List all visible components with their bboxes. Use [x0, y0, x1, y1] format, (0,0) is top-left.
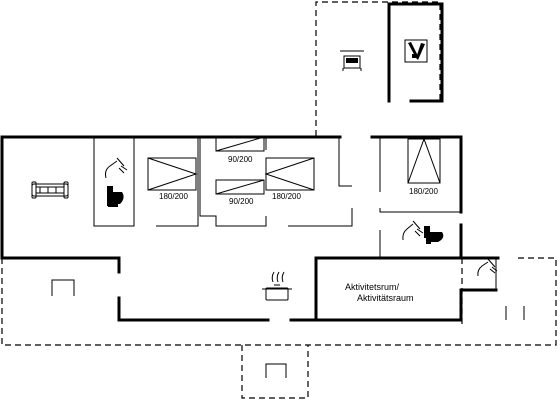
wall-north-annex — [387, 2, 444, 103]
wall-bed3-right — [338, 137, 352, 187]
wall-bed4-bottom — [379, 208, 461, 213]
wall-annex-posts — [505, 306, 525, 320]
toilet-icon — [107, 186, 124, 207]
terrace-north — [315, 1, 441, 136]
wall-north-east — [370, 135, 463, 214]
wall-living-bath — [93, 137, 135, 227]
bed-b-top — [215, 136, 265, 152]
bed-b-bottom — [215, 179, 265, 195]
bed-b-bottom-size: 90/200 — [229, 197, 254, 206]
wall-activity-lower — [314, 288, 463, 322]
wall-bed1 — [156, 137, 199, 227]
bed-b-top-size: 90/200 — [228, 155, 253, 164]
activity-room-label-line2: Aktivitätsraum — [357, 293, 414, 303]
terrace-main — [1, 257, 557, 346]
cooking-pot-icon — [262, 271, 292, 301]
wall-bed2 — [199, 137, 267, 227]
terrace-south-entrance — [241, 345, 309, 399]
bed-d-size: 180/200 — [409, 187, 438, 196]
wall-south — [117, 296, 270, 322]
bed-a — [147, 157, 198, 191]
interior-walls — [93, 137, 525, 320]
wall-south-west — [0, 256, 121, 274]
terrace-post-west — [51, 279, 75, 296]
activity-room-label-line1: Aktivitetsrum/ — [345, 282, 400, 292]
shower-icon-annex — [477, 258, 498, 277]
wall-bed3-bottom — [288, 208, 353, 227]
bed-d — [407, 137, 441, 184]
bed-c-size: 180/200 — [272, 192, 301, 201]
sauna-icon — [404, 39, 428, 63]
sofa-icon — [31, 181, 69, 199]
terrace-post-south — [265, 363, 287, 378]
bed-a-size: 180/200 — [159, 192, 188, 201]
toilet-icon-bath-2 — [424, 226, 444, 244]
shower-icon — [105, 157, 128, 179]
bed-c — [264, 157, 315, 191]
double-bed-icon — [340, 50, 364, 71]
shower-icon-bath-2 — [402, 220, 424, 241]
